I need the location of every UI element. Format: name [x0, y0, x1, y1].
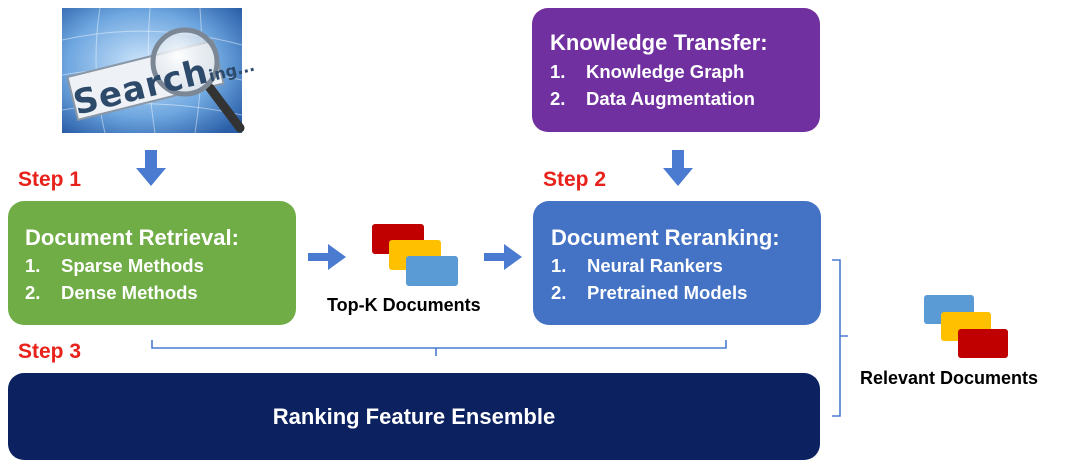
list-item: 1.Knowledge Graph [550, 61, 745, 82]
step-2-label: Step 2 [543, 168, 607, 191]
document-retrieval-list: 1.Sparse Methods 2.Dense Methods [25, 252, 296, 306]
ranking-feature-ensemble-box: Ranking Feature Ensemble [8, 373, 820, 460]
bottom-brace [151, 340, 727, 356]
search-illustration [61, 7, 245, 134]
list-item: 1.Neural Rankers [551, 255, 723, 276]
relevant-documents-icon [924, 295, 1008, 358]
topk-documents-label: Top-K Documents [327, 295, 481, 315]
document-retrieval-title: Document Retrieval: [25, 225, 239, 250]
knowledge-transfer-box: Knowledge Transfer: 1.Knowledge Graph 2.… [532, 8, 820, 132]
arrow-right-topk [484, 244, 522, 270]
document-reranking-box: Document Reranking: 1.Neural Rankers 2.P… [533, 201, 821, 325]
topk-documents-icon [372, 224, 458, 286]
step-3-label: Step 3 [18, 340, 82, 363]
ranking-feature-ensemble-title: Ranking Feature Ensemble [272, 403, 556, 429]
step-1-label: Step 1 [18, 168, 82, 191]
document-reranking-list: 1.Neural Rankers 2.Pretrained Models [551, 252, 821, 306]
relevant-documents-label: Relevant Documents [860, 368, 1039, 388]
arrows [136, 150, 693, 270]
arrow-down-knowledge [663, 150, 693, 186]
arrow-down-search [136, 150, 166, 186]
list-item: 2.Data Augmentation [550, 88, 755, 109]
knowledge-transfer-title: Knowledge Transfer: [550, 30, 768, 55]
knowledge-transfer-list: 1.Knowledge Graph 2.Data Augmentation [550, 58, 820, 112]
arrow-right-retrieval [308, 244, 346, 270]
document-retrieval-box: Document Retrieval: 1.Sparse Methods 2.D… [8, 201, 296, 325]
right-brace [832, 259, 848, 417]
magnifier-icon [150, 27, 245, 133]
document-reranking-title: Document Reranking: [551, 225, 780, 250]
list-item: 2.Dense Methods [25, 282, 198, 303]
list-item: 2.Pretrained Models [551, 282, 748, 303]
list-item: 1.Sparse Methods [25, 255, 204, 276]
